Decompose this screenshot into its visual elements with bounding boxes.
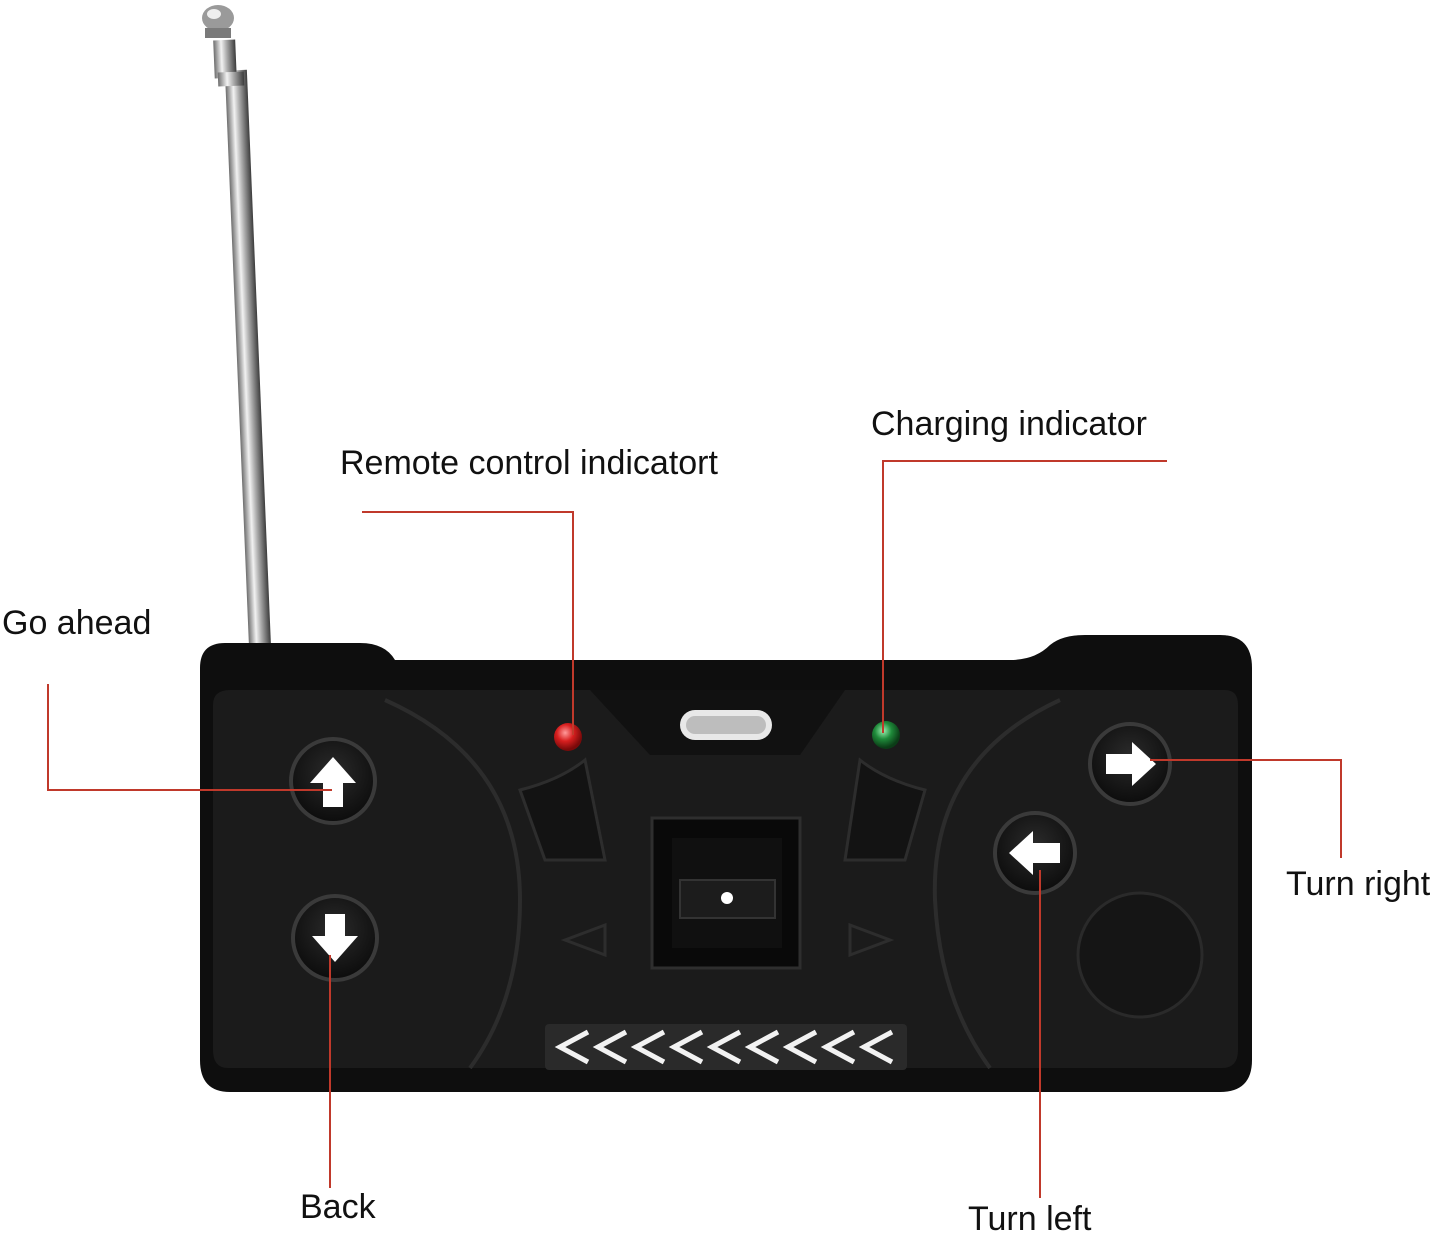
arrow-up-icon	[310, 757, 356, 807]
charging-indicator-label: Charging indicator	[871, 405, 1147, 443]
arrow-right-icon	[1106, 742, 1156, 786]
remote-control-indicator-label: Remote control indicatort	[340, 444, 718, 482]
strip-chevron	[782, 1029, 818, 1065]
charging-indicator-callout-line	[882, 460, 1167, 733]
antenna	[202, 5, 272, 651]
back-label: Back	[300, 1188, 376, 1226]
strip-chevron	[592, 1029, 628, 1065]
back-button[interactable]	[291, 894, 379, 982]
turn-left-button[interactable]	[993, 811, 1077, 895]
strip-chevron	[820, 1029, 856, 1065]
strip-chevron	[706, 1029, 742, 1065]
strip-chevron	[554, 1029, 590, 1065]
remote-body	[200, 635, 1252, 1092]
turn-right-button[interactable]	[1088, 722, 1172, 806]
strip-chevron	[630, 1029, 666, 1065]
go-ahead-label: Go ahead	[2, 604, 152, 642]
turn-left-label: Turn left	[968, 1200, 1092, 1238]
strip-chevron	[858, 1029, 894, 1065]
arrow-down-icon	[312, 914, 358, 962]
arrow-left-icon	[1009, 831, 1060, 875]
turn-right-label: Turn right	[1286, 865, 1431, 903]
go-ahead-callout-line	[47, 684, 332, 791]
remote-control-led	[554, 723, 582, 751]
turn-right-callout-line	[1150, 759, 1342, 858]
charging-led	[872, 721, 900, 749]
remote-indicator-callout-line	[362, 511, 574, 735]
strip-chevron	[744, 1029, 780, 1065]
go-ahead-button[interactable]	[289, 737, 377, 825]
strip-chevron	[668, 1029, 704, 1065]
